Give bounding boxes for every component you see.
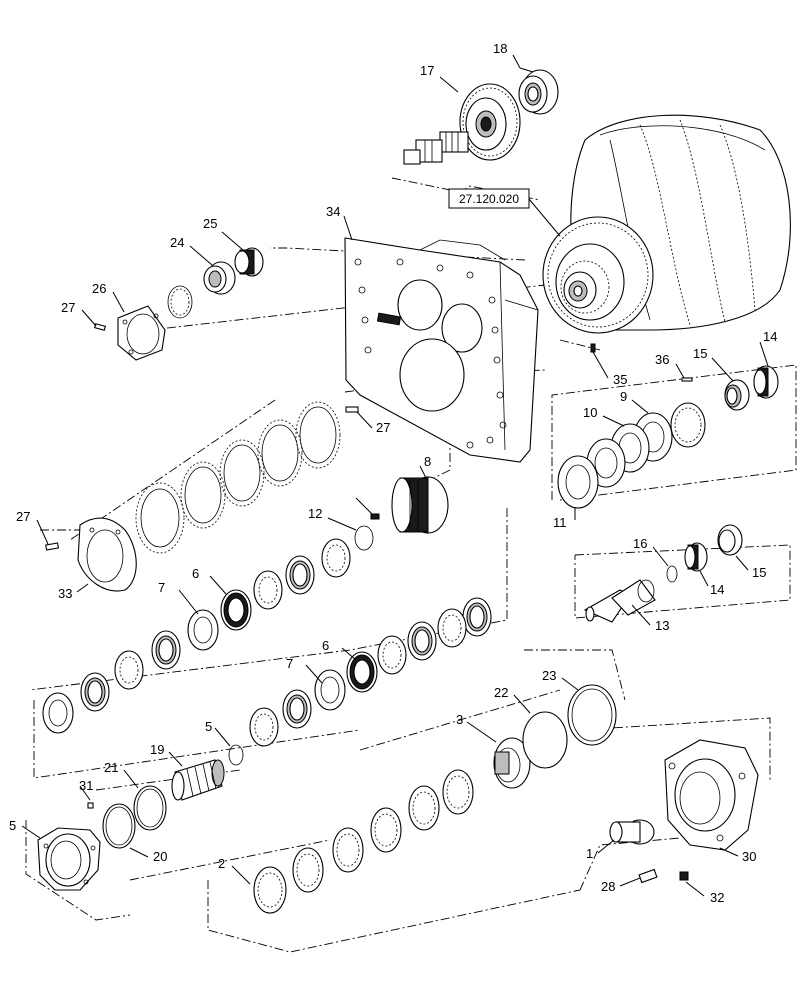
callout-35: 31	[79, 778, 93, 793]
part-17-gear	[403, 83, 521, 165]
callout-21: 21	[104, 760, 118, 775]
callout-28: 28	[601, 879, 615, 894]
callout-24: 24	[170, 235, 184, 250]
converter-housing	[542, 114, 791, 334]
callout-5: 5	[9, 818, 16, 833]
part-8-clutch-hub	[391, 476, 449, 534]
part-34-pin	[681, 377, 693, 382]
callout-31: 33	[58, 586, 72, 601]
callout-7-lower: 7	[286, 656, 293, 671]
part-20-o-ring	[102, 803, 136, 849]
callout-30: 32	[710, 890, 724, 905]
callout-29: 30	[742, 849, 756, 864]
part-30-nut	[679, 871, 689, 881]
part-5-flange	[37, 827, 101, 891]
part-3-piston	[493, 737, 531, 789]
callout-17: 17	[420, 63, 434, 78]
part-19-splined-shaft	[171, 759, 225, 801]
callout-20: 20	[153, 849, 167, 864]
clutch-pack-row-1	[249, 597, 492, 747]
part-22-ring	[522, 711, 568, 769]
callout-27-mid: 27	[376, 420, 390, 435]
part-25-bearing	[234, 247, 264, 277]
callout-34: 36	[655, 352, 669, 367]
part-14-bearing-upper	[753, 365, 779, 399]
part-15-cup-lower	[717, 524, 743, 556]
part-snap-ring-upper	[167, 285, 193, 319]
callout-19: 19	[150, 742, 164, 757]
callout-15-upper: 15	[693, 346, 707, 361]
callout-16: 16	[633, 536, 647, 551]
part-32-housing-plate	[344, 237, 539, 463]
clutch-pack-row-lower	[253, 769, 474, 914]
callout-18: 18	[493, 41, 507, 56]
callout-9: 9	[620, 389, 627, 404]
part-31-cover	[77, 517, 137, 592]
callout-2: 2	[218, 856, 225, 871]
part-27-bolt-lower	[45, 542, 60, 551]
callout-32: 34	[326, 204, 340, 219]
callout-4: 5	[205, 719, 212, 734]
part-28-bolt	[638, 868, 658, 884]
part-27-bolt-upper	[93, 323, 107, 331]
callouts: 18 17 34 25 24 26 27 35 36 15 14 9	[9, 41, 777, 905]
callout-1: 1	[586, 846, 593, 861]
part-16-snap-ring	[666, 565, 678, 583]
part-36-pin	[370, 513, 380, 520]
callout-10: 10	[583, 405, 597, 420]
callout-3: 3	[456, 712, 463, 727]
callout-8: 8	[424, 454, 431, 469]
part-29-housing	[664, 739, 759, 851]
part-26-cover	[117, 305, 166, 361]
part-35-bolt	[87, 802, 94, 809]
callout-27-upper: 27	[61, 300, 75, 315]
part-24-bearing-cup	[203, 261, 236, 295]
callout-12: 12	[308, 506, 322, 521]
part-disc-upper-right	[670, 402, 706, 448]
clutch-pack-row-0	[42, 538, 351, 734]
part-11-disc	[557, 455, 599, 509]
callout-13: 13	[655, 618, 669, 633]
part-4-snap-ring	[228, 744, 244, 766]
part-27-bolt-mid	[345, 406, 359, 413]
callout-14-lower: 14	[710, 582, 724, 597]
callout-23: 23	[542, 668, 556, 683]
part-33-pin	[590, 343, 596, 353]
part-1-sleeve	[609, 819, 655, 845]
part-14-bearing-lower	[684, 542, 708, 572]
callout-27-lower: 27	[16, 509, 30, 524]
callout-25: 25	[203, 216, 217, 231]
callout-6-upper: 6	[192, 566, 199, 581]
part-13-output-shaft	[583, 579, 656, 623]
callout-15-lower: 15	[752, 565, 766, 580]
part-21-o-ring	[133, 785, 167, 831]
reference-number: 27.120.020	[459, 192, 519, 206]
callout-6-lower: 6	[322, 638, 329, 653]
reference-box: 27.120.020	[448, 188, 561, 237]
part-23-ring	[567, 684, 617, 746]
callout-14-upper: 14	[763, 329, 777, 344]
part-12-snap-ring	[354, 525, 374, 551]
clutch-rings-large	[135, 401, 341, 554]
callout-33: 35	[613, 372, 627, 387]
part-15-cup-upper	[724, 379, 750, 411]
callout-11: 11	[553, 515, 567, 530]
callout-26: 26	[92, 281, 106, 296]
callout-7-upper: 7	[158, 580, 165, 595]
part-18-bearing	[518, 69, 559, 115]
callout-22: 22	[494, 685, 508, 700]
